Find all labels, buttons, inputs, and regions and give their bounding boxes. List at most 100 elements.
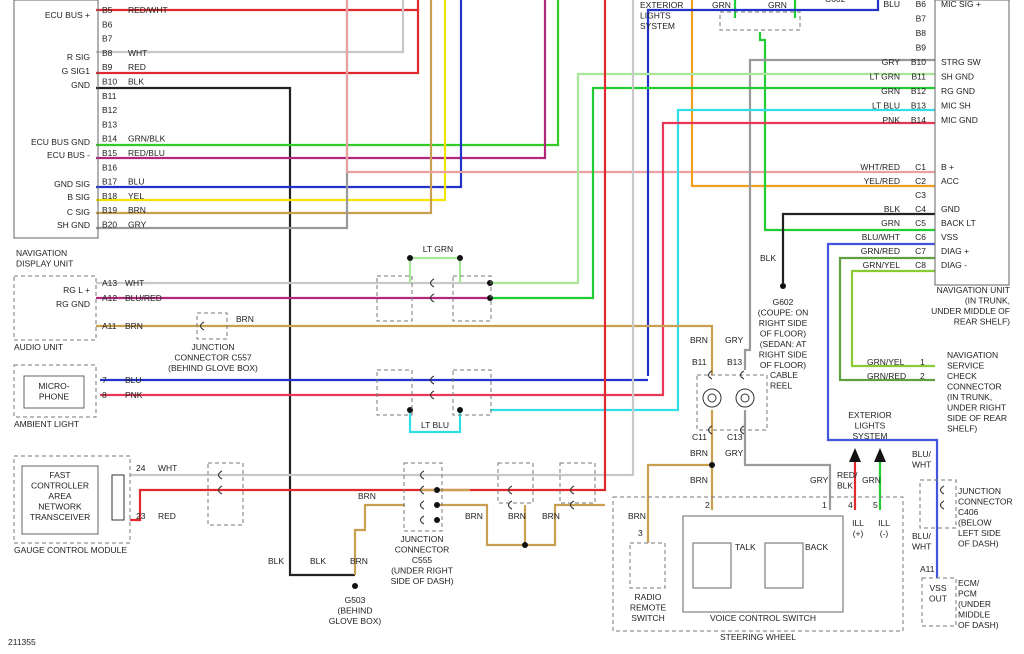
wire-grn-yel-diag: [850, 269, 935, 368]
wire-lt-grn-b11: [490, 72, 935, 285]
splice-dot: [457, 255, 463, 261]
nav-unit-pin: B11: [912, 72, 927, 82]
wire-blu-b6: [646, 0, 880, 376]
nav-display-signal: GND SIG: [54, 179, 90, 189]
cable-reel-coil-icon: [740, 393, 750, 403]
back-switch-box: [764, 542, 804, 589]
wire-red-b9: [96, 10, 420, 75]
label-dlc-p1: 1: [920, 357, 925, 367]
nav-display-pin: B14: [102, 134, 117, 144]
label-pin2: 2: [705, 500, 710, 510]
connector-mark: [419, 485, 425, 495]
connector-mark: [739, 370, 745, 380]
label-ill-neg: ILL(-): [878, 518, 890, 539]
label-grn-ill: GRN: [862, 475, 881, 485]
connector-mark: [939, 485, 945, 495]
wire-wht-b8: [96, 0, 405, 54]
wire-lt-blu-b13: [490, 108, 935, 412]
gauge-control-module-name: GAUGE CONTROL MODULE: [14, 545, 127, 555]
connector-mark: [217, 485, 223, 495]
splice-dot: [522, 542, 528, 548]
label-c13: C13: [727, 432, 743, 442]
nav-unit-pin: B9: [916, 43, 927, 53]
ground-g602-icon: [780, 283, 786, 289]
nav-unit-signal: DIAG +: [941, 246, 969, 256]
label-voice: VOICE CONTROL SWITCH: [710, 613, 816, 623]
label-steering: STEERING WHEEL: [720, 632, 796, 642]
wire-blk-c4: [781, 212, 935, 283]
nav-display-pin: B19: [102, 205, 117, 215]
nav-unit-signal: STRG SW: [941, 57, 981, 67]
label-brn-radio: BRN: [628, 511, 646, 521]
ambient-wire-color: PNK: [125, 390, 143, 400]
wire-brn-b19: [96, 0, 433, 215]
label-pin4: 4: [848, 500, 853, 510]
cable-reel-coil-icon: [702, 388, 722, 408]
ground-g503-icon: [352, 583, 358, 589]
nav-display-pin: B10: [102, 77, 117, 87]
nav-unit-pin: C2: [915, 176, 926, 186]
nav-unit-pin: B12: [911, 86, 926, 96]
connector-mark: [199, 321, 205, 331]
nav-unit-wire-color: BLK: [884, 204, 900, 214]
wire-color-label: GRN: [712, 0, 731, 10]
ambient-wire-color: BLU: [125, 375, 142, 385]
connector-mark: [429, 278, 435, 288]
nav-display-pin: B6: [102, 19, 113, 29]
label-gry-sw: GRY: [810, 475, 829, 485]
label-pin5: 5: [873, 500, 878, 510]
connector-box: [559, 462, 596, 504]
nav-unit-wire-color: GRY: [882, 57, 901, 67]
nav-unit-pin: B14: [911, 115, 926, 125]
wire-wht-red-c1: [345, 0, 935, 174]
gauge-control-module-box: [13, 455, 131, 544]
nav-unit-signal: ACC: [941, 176, 959, 186]
label-brn-c11: BRN: [690, 448, 708, 458]
nav-unit-wire-color: LT BLU: [872, 101, 900, 111]
nav-unit-pin: B6: [916, 0, 927, 9]
nav-unit-pin: C5: [915, 218, 926, 228]
nav-unit-wire-color: GRN: [881, 218, 900, 228]
nav-unit-wire-color: BLU: [883, 0, 900, 9]
nav-display-wire-color: BLK: [128, 77, 144, 87]
nav-display-pin: B8: [102, 48, 113, 58]
label-gry-c13: GRY: [725, 448, 744, 458]
ambient-light-box: [13, 364, 97, 418]
gauge-wire-color: RED: [158, 511, 176, 521]
audio-unit-name: AUDIO UNIT: [14, 342, 63, 352]
connector-mark: [419, 500, 425, 510]
wire-gry-b10: [743, 58, 935, 370]
nav-display-signal: GND: [71, 80, 90, 90]
nav-display-wire-color: GRN/BLK: [128, 134, 166, 144]
radio-remote-switch-box: [629, 542, 666, 589]
label-redblk: RED/BLK: [837, 470, 858, 491]
splice-dot: [487, 295, 493, 301]
label-brn-sw: BRN: [690, 475, 708, 485]
label-lt-grn: LT GRN: [423, 244, 453, 254]
arrow-up-icon: [849, 448, 861, 462]
connector-box: [376, 275, 413, 322]
label-talk: TALK: [735, 542, 756, 552]
nav-display-pin: B15: [102, 148, 117, 158]
navigation-display-unit-box: [13, 0, 99, 239]
wire-brn-lower: [437, 503, 605, 547]
wire-lt-blu-loop: [408, 410, 462, 434]
ecm-pcm-box: [921, 577, 957, 627]
nav-unit-signal: DIAG -: [941, 260, 967, 270]
steering-wheel-box: [612, 496, 904, 632]
splice-dot: [434, 502, 440, 508]
ambient-pin: 7: [102, 375, 107, 385]
nav-display-pin: B9: [102, 62, 113, 72]
wire-red-23: [130, 0, 607, 522]
audio-unit-box: [13, 275, 97, 341]
nav-display-pin: B20: [102, 220, 117, 230]
nav-unit-pin: B8: [916, 28, 927, 38]
connector-mark: [419, 470, 425, 480]
connector-mark: [569, 485, 575, 495]
nav-display-pin: B18: [102, 191, 117, 201]
